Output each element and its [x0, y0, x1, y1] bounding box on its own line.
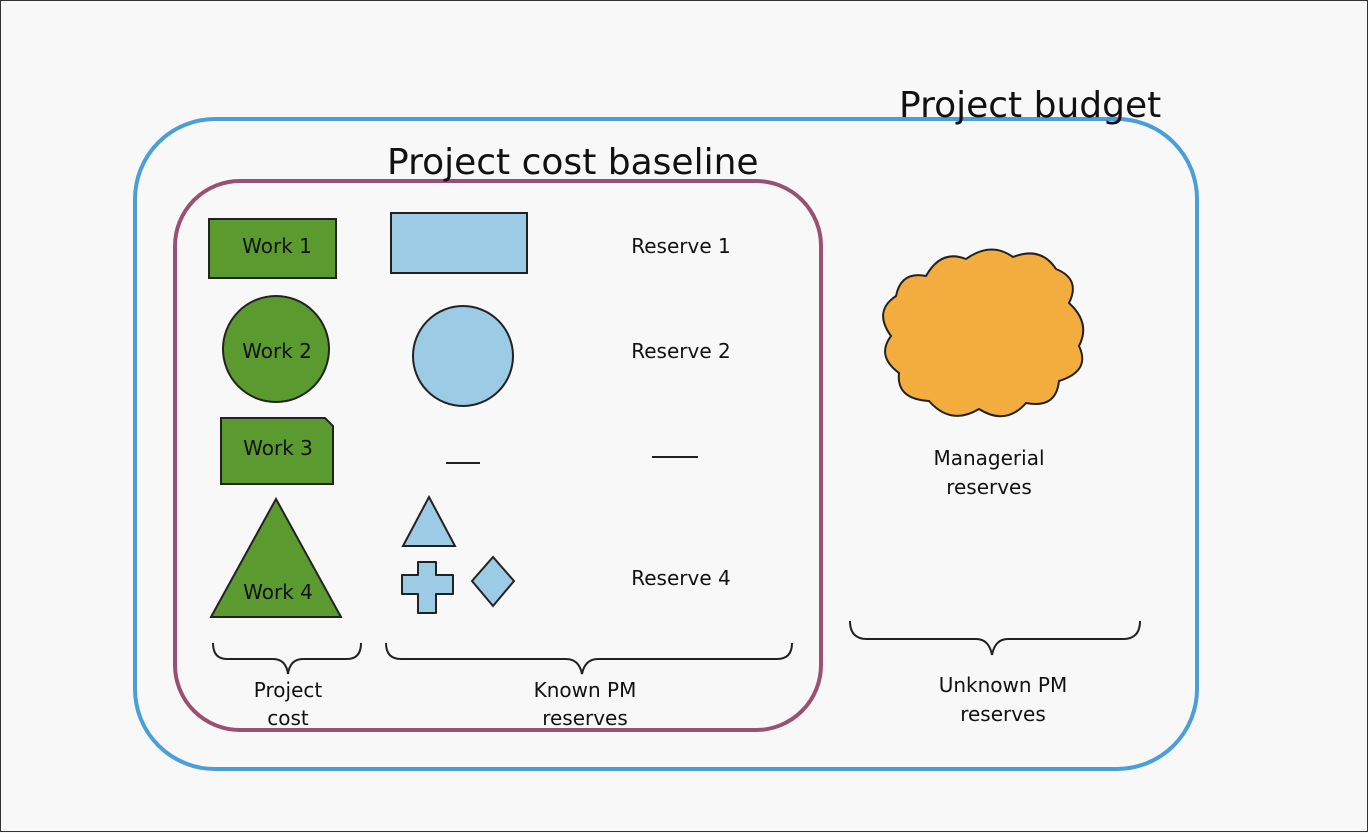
reserve-2-circle	[412, 305, 514, 407]
project-budget-title: Project budget	[899, 85, 1161, 126]
work-3-label: Work 3	[243, 436, 313, 460]
reserve-2-item: Reserve 2	[412, 305, 731, 407]
unknown-pm-label-line2: reserves	[960, 702, 1046, 726]
unknown-pm-label-line1: Unknown PM	[939, 673, 1068, 697]
cloud-icon	[882, 248, 1085, 418]
project-budget-container	[133, 117, 1199, 771]
unknown-pm-group: Unknown PM reserves	[849, 620, 1141, 726]
project-cost-group: Project cost	[212, 642, 362, 730]
work-1-rectangle	[208, 218, 337, 279]
reserve-4-label: Reserve 4	[631, 566, 730, 590]
managerial-reserves-item: Managerial reserves	[882, 248, 1085, 499]
work-4-triangle	[209, 496, 343, 618]
work-3-notched-rectangle	[220, 417, 334, 485]
work-1-item: Work 1	[208, 218, 337, 279]
cost-baseline-container	[173, 179, 823, 732]
work-2-circle	[222, 295, 330, 403]
work-4-item: Work 4	[209, 496, 343, 618]
unknown-pm-brace	[849, 620, 1141, 656]
known-pm-label-line1: Known PM	[534, 678, 637, 702]
managerial-label-line2: reserves	[946, 475, 1032, 499]
work-2-label: Work 2	[242, 339, 312, 363]
reserve-3-item	[446, 456, 698, 464]
reserve-2-label: Reserve 2	[631, 339, 730, 363]
project-cost-label-line2: cost	[267, 706, 309, 730]
work-1-label: Work 1	[242, 234, 312, 258]
known-pm-label-line2: reserves	[542, 706, 628, 730]
project-cost-label-line1: Project	[254, 678, 323, 702]
reserve-1-rectangle	[390, 212, 528, 274]
reserve-1-label: Reserve 1	[631, 234, 730, 258]
work-2-item: Work 2	[222, 295, 330, 403]
cost-baseline-title: Project cost baseline	[387, 142, 759, 183]
known-pm-brace	[385, 642, 793, 675]
work-4-label: Work 4	[243, 580, 313, 604]
work-3-item: Work 3	[220, 417, 334, 485]
reserve-4-item: Reserve 4	[401, 494, 731, 614]
known-pm-group: Known PM reserves	[385, 642, 793, 730]
reserve-4-diamond	[470, 555, 516, 608]
managerial-label-line1: Managerial	[933, 446, 1044, 470]
reserve-1-item: Reserve 1	[390, 212, 731, 274]
reserve-4-triangle	[401, 494, 457, 547]
project-cost-brace	[212, 642, 362, 675]
reserve-4-cross	[401, 561, 454, 614]
